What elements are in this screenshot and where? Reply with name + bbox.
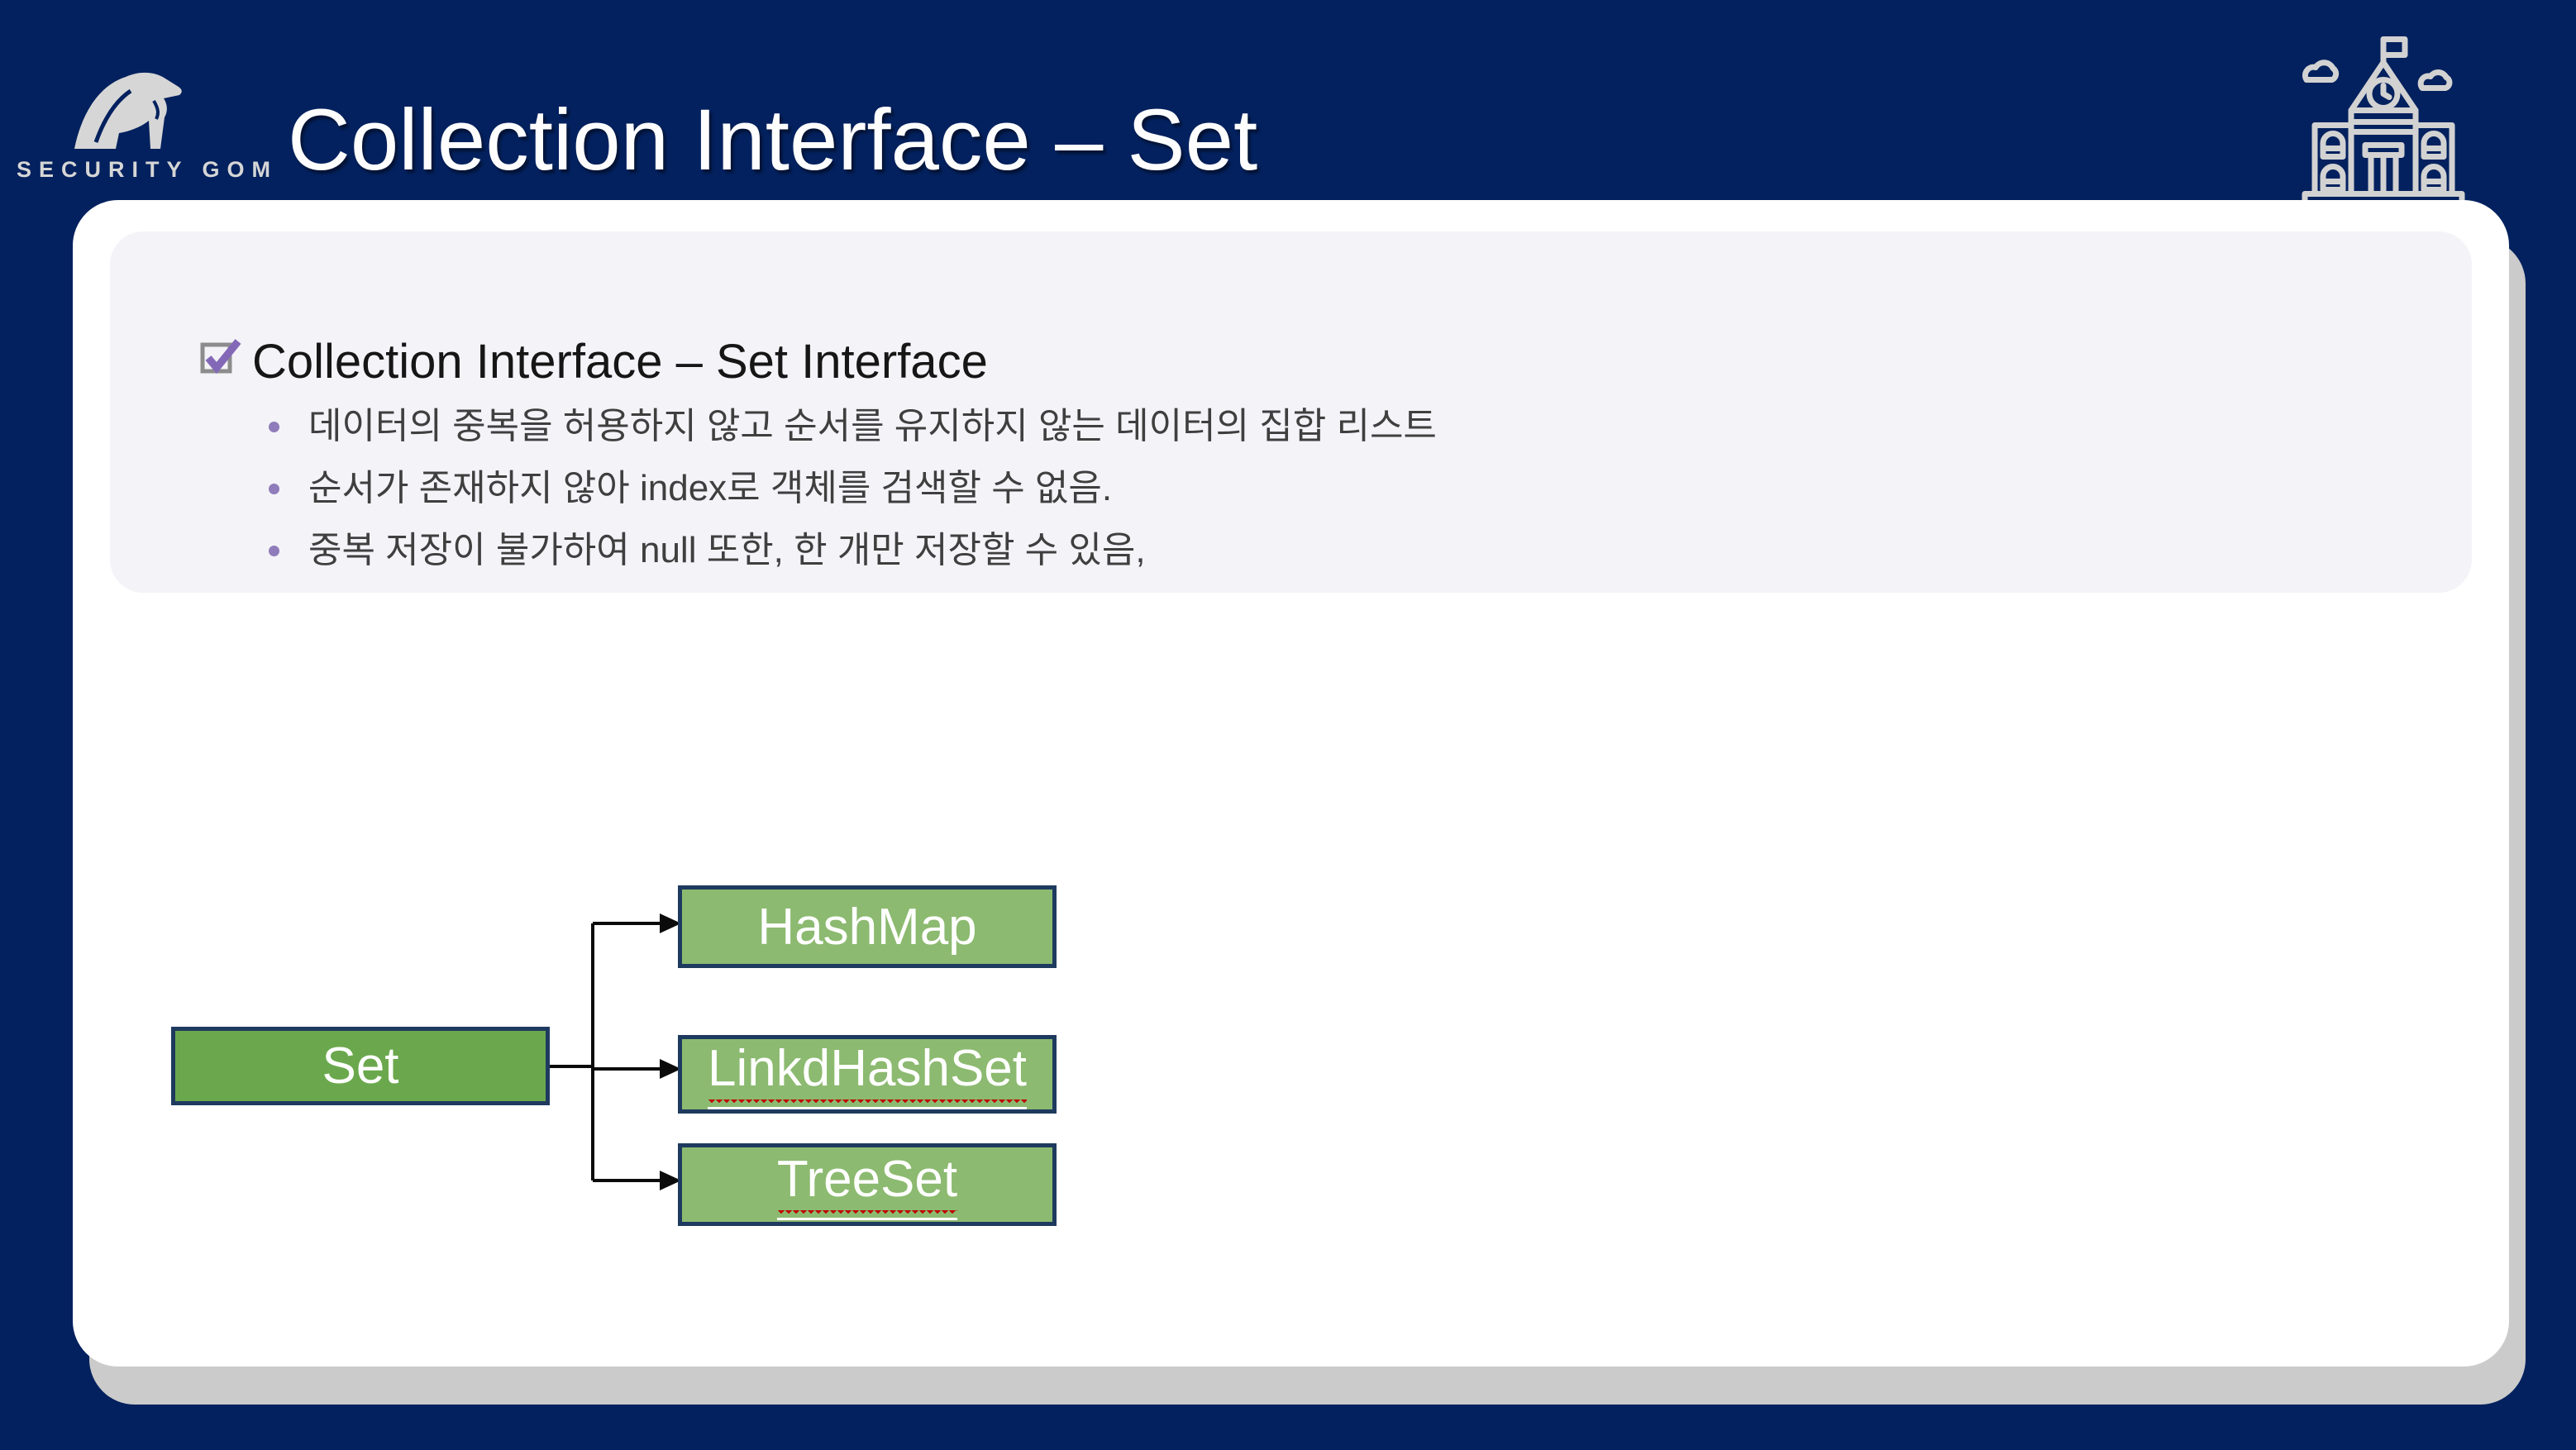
page-title: Collection Interface – Set (288, 92, 1258, 188)
summary-panel: Collection Interface – Set Interface 데이터… (110, 231, 2472, 593)
section-heading: Collection Interface – Set Interface (252, 335, 988, 389)
bullet-item: 순서가 존재하지 않아 index로 객체를 검색할 수 없음. (252, 457, 1437, 519)
diagram-node-treeset: TreeSet (678, 1143, 1057, 1226)
polar-bear-icon (74, 72, 182, 149)
section-heading-row: Collection Interface – Set Interface (199, 334, 988, 389)
bullet-item: 데이터의 중복을 허용하지 않고 순서를 유지하지 않는 데이터의 집합 리스트 (252, 395, 1437, 457)
checkbox-checked-icon (200, 339, 241, 374)
node-label: HashMap (757, 898, 977, 956)
diagram-node-set: Set (171, 1027, 550, 1105)
node-label: Set (322, 1037, 399, 1095)
node-label: TreeSet (776, 1150, 958, 1220)
content-card: Collection Interface – Set Interface 데이터… (73, 200, 2509, 1367)
brand-name: SECURITY GOM (17, 157, 279, 182)
diagram-node-linkdhashset: LinkdHashSet (678, 1035, 1057, 1114)
school-building-icon (2302, 36, 2465, 207)
node-label: LinkdHashSet (707, 1039, 1028, 1109)
bullet-list: 데이터의 중복을 허용하지 않고 순서를 유지하지 않는 데이터의 집합 리스트… (252, 395, 1437, 581)
logo: SECURITY GOM (17, 66, 279, 183)
bullet-item: 중복 저장이 불가하여 null 또한, 한 개만 저장할 수 있음, (252, 519, 1437, 581)
diagram-node-hashmap: HashMap (678, 885, 1057, 968)
